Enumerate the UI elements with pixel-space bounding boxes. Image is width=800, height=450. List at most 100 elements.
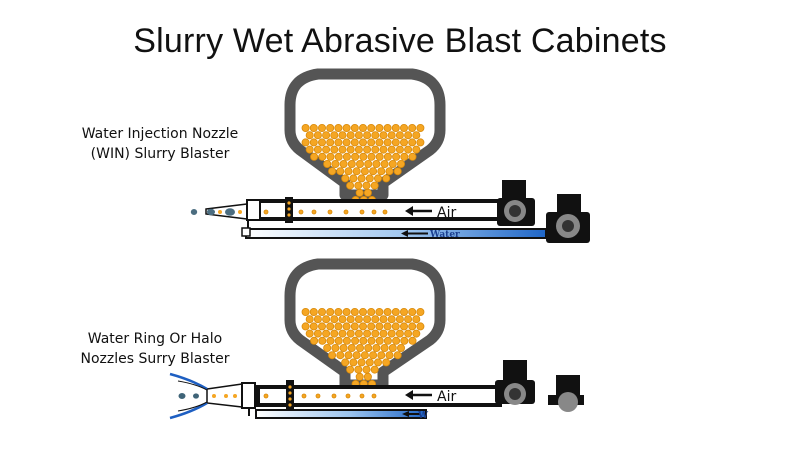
label-line-1: Water Ring Or Halo [87,331,223,347]
abrasive-grain [388,343,397,352]
abrasive-grains [301,124,425,212]
abrasive-grain [358,138,367,147]
abrasive-grain [363,145,372,154]
clamp-grain [288,385,292,389]
abrasive-grain [342,124,351,133]
pipe-grain [343,209,349,215]
abrasive-grain [357,174,366,183]
abrasive-grain [305,329,314,338]
air-label: Air [437,389,456,405]
abrasive-grain [338,131,347,140]
air-compressor [497,180,535,226]
abrasive-grain [326,322,335,331]
abrasive-grain [416,124,425,133]
abrasive-grain [362,181,371,190]
abrasive-grain [380,159,389,168]
abrasive-grain [408,336,417,345]
abrasive-grain [375,336,384,345]
spray-droplet [212,394,216,398]
abrasive-grain [313,315,322,324]
abrasive-grain [371,131,380,140]
abrasive-grain [367,124,376,133]
abrasive-grain [305,145,314,154]
abrasive-grain [391,124,400,133]
spray-droplet [193,393,199,399]
water-arrow [402,411,420,417]
abrasive-grain [404,131,413,140]
abrasive-grain [322,329,331,338]
abrasive-grain [404,315,413,324]
abrasive-grain [393,167,402,176]
abrasive-grain [350,138,359,147]
pipe-grain [359,393,365,399]
abrasive-grain [301,322,310,331]
abrasive-grain [387,145,396,154]
abrasive-grain [372,343,381,352]
abrasive-grain [346,329,355,338]
abrasive-grain [365,358,374,367]
abrasive-grain [355,372,364,381]
abrasive-grain [346,145,355,154]
pipe-abrasive-dots [263,393,377,399]
abrasive-grain [412,145,421,154]
abrasive-grain [383,124,392,133]
abrasive-grain [379,131,388,140]
abrasive-grain [395,145,404,154]
abrasive-grain [342,322,351,331]
abrasive-grain [358,307,367,316]
abrasive-grain [379,145,388,154]
abrasive-grain [355,188,364,197]
nozzle-holder [241,382,256,409]
abrasive-grain [375,152,384,161]
abrasive-grain [317,138,326,147]
abrasive-grain [346,315,355,324]
abrasive-grain [334,124,343,133]
abrasive-grain [379,315,388,324]
abrasive-grain [385,167,394,176]
abrasive-grain [342,336,351,345]
abrasive-grain [400,152,409,161]
abrasive-grain [313,145,322,154]
air-arrow [405,390,432,400]
abrasive-grain [400,336,409,345]
abrasive-grain [404,145,413,154]
abrasive-grain [318,336,327,345]
abrasive-grain [334,322,343,331]
clamp-grain [287,213,291,217]
abrasive-grain [387,131,396,140]
abrasive-grain [408,152,417,161]
air-compressor [495,360,535,405]
abrasive-grain [354,145,363,154]
abrasive-grain [342,138,351,147]
spray-droplet [207,208,215,216]
abrasive-grain [354,181,363,190]
abrasive-grain [367,336,376,345]
diagram-label-water-injection: Water Injection Nozzle (WIN) Slurry Blas… [50,124,270,164]
abrasive-grain [334,152,343,161]
pipe-grain [359,209,365,215]
abrasive-grain [338,329,347,338]
abrasive-grain [350,322,359,331]
abrasive-grain [355,159,364,168]
abrasive-grain [392,152,401,161]
clamp-grain [288,397,292,401]
spray-droplet [233,394,237,398]
abrasive-grain [330,145,339,154]
spray-droplets [178,393,237,399]
abrasive-grain [383,152,392,161]
abrasive-grain [363,315,372,324]
abrasive-grain [330,315,339,324]
abrasive-grain [364,343,373,352]
water-pipe [245,228,547,239]
abrasive-grain [334,307,343,316]
clamp-grain [287,201,291,205]
abrasive-grain [379,329,388,338]
abrasive-grain [369,167,378,176]
abrasive-grain [399,124,408,133]
spray-droplet [225,208,235,216]
water-arrow [401,230,428,237]
abrasive-grain [334,138,343,147]
label-line-2: Nozzles Surry Blaster [80,351,230,367]
abrasive-grain [336,167,345,176]
